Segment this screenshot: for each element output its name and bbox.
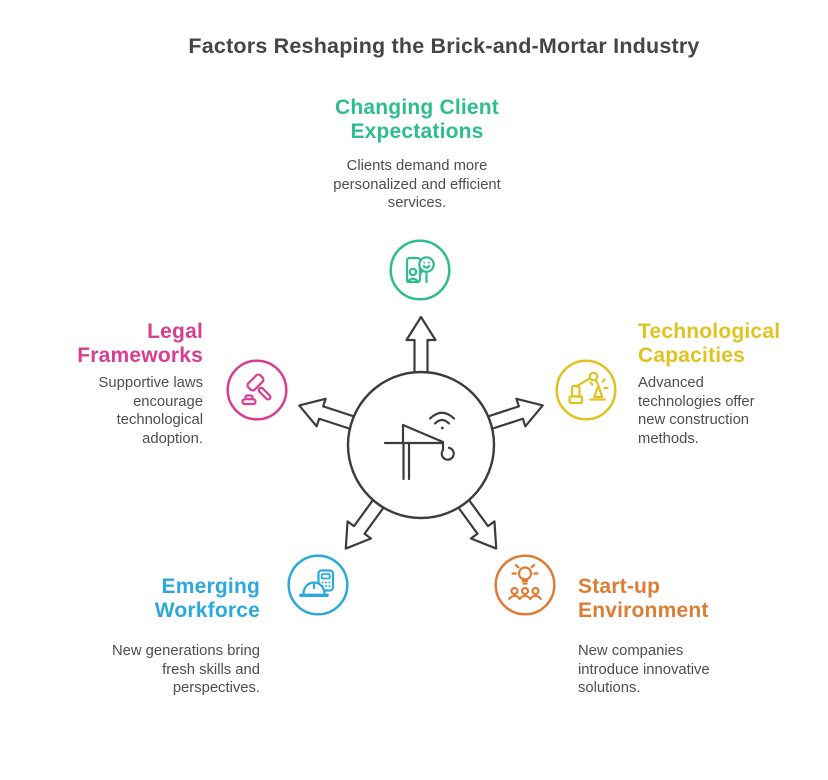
factor-left: Legal Frameworks Supportive laws encoura… <box>23 320 203 448</box>
smart-crane-icon <box>383 411 456 481</box>
customer-feedback-icon <box>389 239 451 301</box>
lightbulb-team-icon <box>494 554 556 616</box>
factor-heading: Emerging Workforce <box>154 575 260 622</box>
hardhat-calculator-icon <box>287 554 349 616</box>
factor-description: Advanced technologies offer new construc… <box>638 375 755 447</box>
factor-heading: Start-up Environment <box>578 575 709 622</box>
hub-graphic <box>298 315 544 550</box>
factor-heading: Changing Client Expectations <box>335 96 499 143</box>
factor-right: Technological Capacities Advanced techno… <box>638 320 828 448</box>
factor-heading: Technological Capacities <box>638 320 781 367</box>
factor-top: Changing Client Expectations Clients dem… <box>280 96 554 213</box>
page-title: Factors Reshaping the Brick-and-Mortar I… <box>188 34 700 58</box>
factor-bottom-right: Start-up Environment New companies intro… <box>578 575 778 698</box>
factor-heading: Legal Frameworks <box>77 320 203 367</box>
factor-description: Supportive laws encourage technological … <box>98 375 203 447</box>
gavel-icon <box>226 359 288 421</box>
factor-description: New generations bring fresh skills and p… <box>111 643 260 697</box>
hub-arrows <box>298 315 544 550</box>
factor-bottom-left: Emerging Workforce New generations bring… <box>60 575 260 698</box>
hub-circle <box>346 370 496 520</box>
factor-description: Clients demand more personalized and eff… <box>333 158 501 212</box>
factor-description: New companies introduce innovative solut… <box>578 643 710 697</box>
robotic-arm-icon <box>555 359 617 421</box>
